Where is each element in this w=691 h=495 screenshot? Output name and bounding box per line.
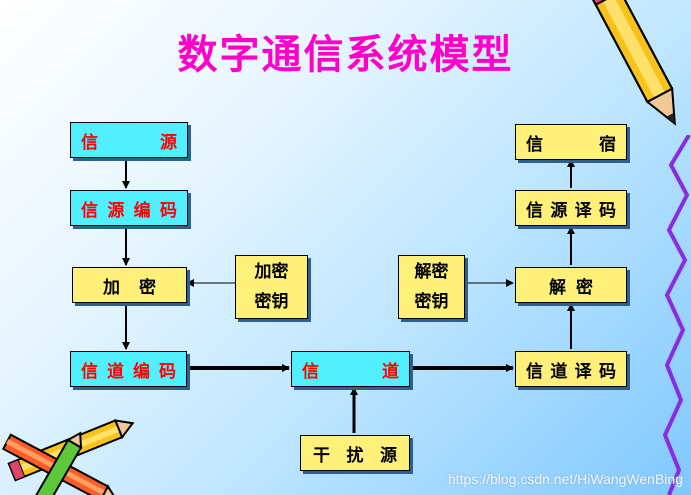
node-source-label: 信 源	[81, 132, 177, 153]
zigzag-border-icon	[662, 135, 691, 495]
node-channel-label: 信 道	[302, 361, 399, 382]
node-encryption-label: 加密	[103, 277, 156, 298]
node-encryption-key-line2: 密钥	[254, 292, 289, 312]
node-encryption-key-line1: 加密	[254, 262, 289, 282]
node-noise-source: 干 扰 源	[300, 435, 410, 471]
node-decryption: 解密	[515, 267, 627, 303]
node-channel: 信 道	[291, 351, 410, 387]
node-source-encoding: 信源编码	[70, 190, 188, 226]
node-decryption-key: 解密 密钥	[398, 255, 465, 319]
node-source-decoding: 信源译码	[515, 190, 627, 226]
node-channel-encoding-label: 信道编码	[81, 361, 176, 382]
node-source-encoding-label: 信源编码	[81, 200, 177, 221]
page-title: 数字通信系统模型	[177, 32, 514, 78]
node-sink: 信 宿	[515, 124, 627, 160]
node-decryption-label: 解密	[549, 277, 593, 298]
pencils-icon	[1, 419, 135, 495]
node-channel-decoding-label: 信道译码	[526, 361, 616, 382]
node-encryption: 加密	[72, 267, 187, 303]
node-source-decoding-label: 信源译码	[526, 200, 616, 221]
node-sink-label: 信 宿	[526, 134, 616, 155]
pencil-icon	[591, 0, 676, 126]
watermark: https://blog.csdn.net/HiWangWenBing	[447, 471, 683, 487]
node-channel-decoding: 信道译码	[515, 351, 627, 387]
node-decryption-key-line2: 密钥	[414, 292, 449, 312]
node-decryption-key-line1: 解密	[414, 262, 449, 282]
node-encryption-key: 加密 密钥	[235, 255, 308, 319]
node-source: 信 源	[70, 122, 188, 158]
node-noise-source-label: 干 扰 源	[313, 445, 397, 466]
node-channel-encoding: 信道编码	[70, 351, 187, 387]
